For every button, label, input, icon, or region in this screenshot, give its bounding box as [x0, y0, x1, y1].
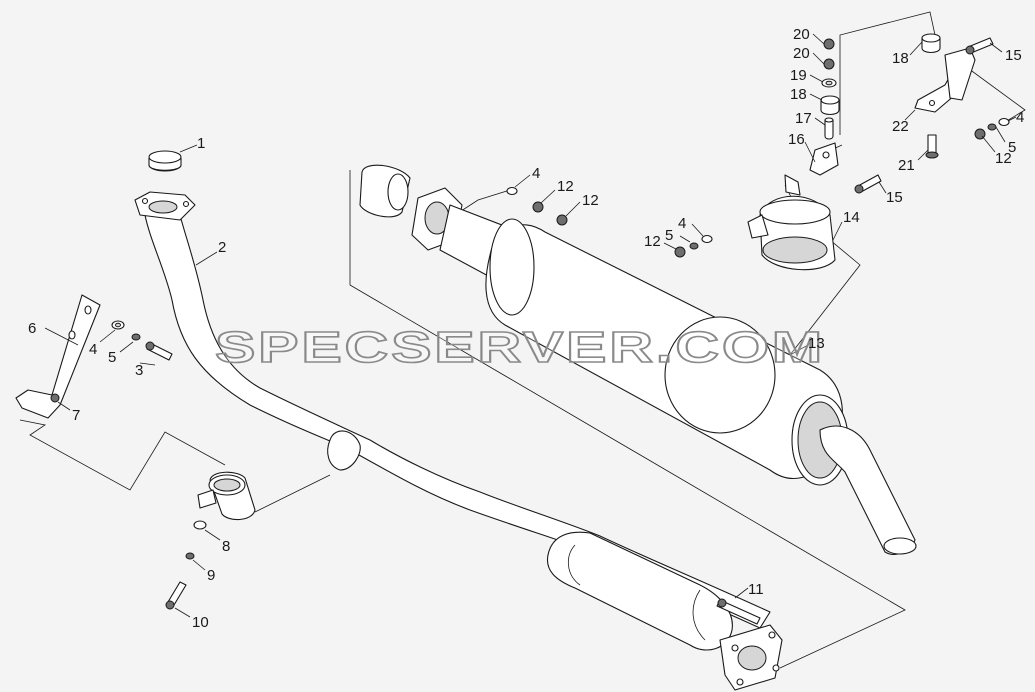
callout-16: 16 — [788, 131, 805, 148]
callout-11: 11 — [748, 581, 764, 598]
callout-22: 22 — [892, 118, 909, 135]
main-muffler — [359, 164, 917, 555]
muffler-hanger-strap — [747, 142, 839, 271]
callout-5-strap: 5 — [665, 227, 673, 244]
bracket-fasteners — [111, 320, 173, 361]
callout-17: 17 — [795, 110, 812, 127]
callout-21: 21 — [898, 157, 915, 174]
callout-8: 8 — [222, 538, 230, 555]
callout-12-strap: 12 — [644, 233, 661, 250]
callout-5-body: 5 — [1008, 139, 1016, 156]
strap-fasteners — [674, 174, 882, 258]
body-mount-bracket — [914, 33, 994, 159]
callout-1: 1 — [197, 135, 205, 152]
callout-4: 4 — [89, 341, 97, 358]
callout-18-body: 18 — [892, 50, 909, 67]
callout-15-body: 15 — [1005, 47, 1022, 64]
front-exhaust-pipe — [144, 214, 783, 691]
manifold-gasket — [148, 150, 182, 172]
callout-14: 14 — [843, 209, 860, 226]
callout-9: 9 — [207, 567, 215, 584]
callout-19: 19 — [790, 67, 807, 84]
callout-12-body: 12 — [995, 150, 1012, 167]
lower-pipe-clamp — [165, 471, 256, 610]
callout-4-body: 4 — [1016, 109, 1024, 126]
callout-7: 7 — [72, 407, 80, 424]
front-pipe-flange — [134, 191, 196, 221]
callout-20-lower: 20 — [793, 45, 810, 62]
callout-18-stack: 18 — [790, 86, 807, 103]
callout-2: 2 — [218, 239, 226, 256]
callout-13: 13 — [808, 335, 825, 352]
callout-6: 6 — [28, 320, 36, 337]
callout-5: 5 — [108, 349, 116, 366]
callout-labels: 1 2 3 4 5 6 7 8 9 10 11 4 12 12 13 4 5 1… — [28, 26, 1024, 631]
callout-20-upper: 20 — [793, 26, 810, 43]
body-bracket-fasteners — [974, 117, 1010, 140]
pipe-support-bracket — [15, 294, 101, 419]
callout-leader-lines — [44, 33, 1017, 618]
muffler-inlet-fasteners — [506, 186, 568, 226]
callout-15-strap: 15 — [886, 189, 903, 206]
callout-10: 10 — [192, 614, 209, 631]
watermark-text: SPECSERVER.COM — [215, 323, 825, 372]
callout-3: 3 — [135, 362, 143, 379]
callout-12-muffler-b: 12 — [582, 192, 599, 209]
callout-12-muffler-a: 12 — [557, 178, 574, 195]
callout-4-strap: 4 — [678, 215, 686, 232]
callout-4-muffler: 4 — [532, 165, 540, 182]
